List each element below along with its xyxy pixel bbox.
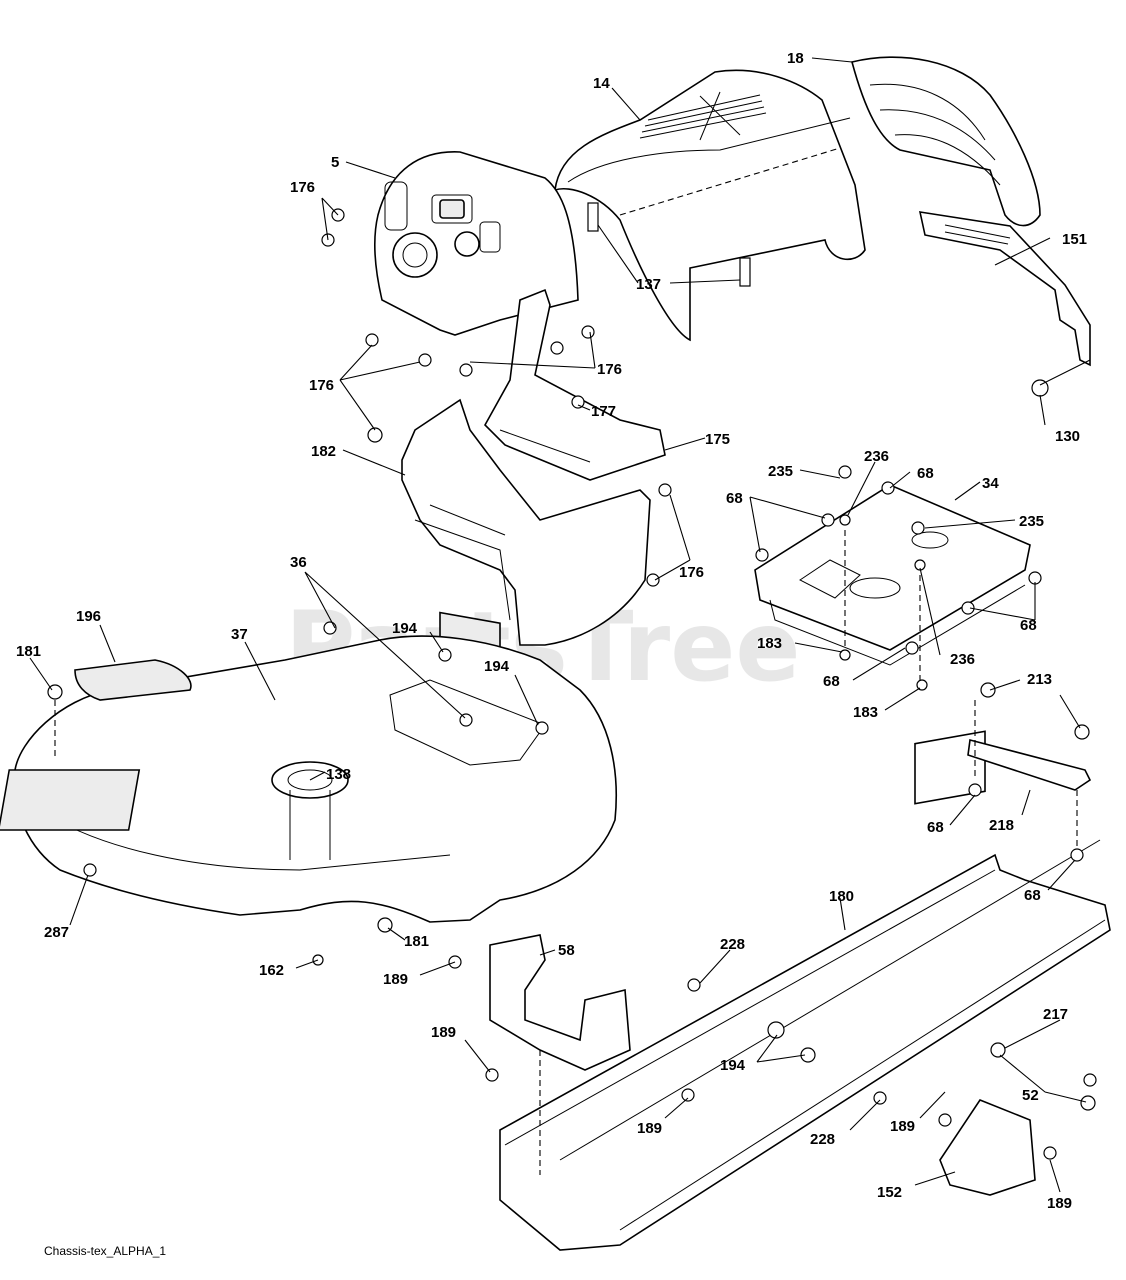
part-label-68: 68 <box>726 490 743 507</box>
part-label-189: 189 <box>637 1120 662 1137</box>
part-label-18: 18 <box>787 50 804 67</box>
part-label-194: 194 <box>720 1057 746 1074</box>
part-number-labels: 18 14 5 176 151 137 176 176 177 130 175 … <box>16 50 1087 1212</box>
part-label-183: 183 <box>853 704 878 721</box>
part-label-68: 68 <box>823 673 840 690</box>
part-label-218: 218 <box>989 817 1014 834</box>
part-label-180: 180 <box>829 888 854 905</box>
part-label-176: 176 <box>597 361 622 378</box>
part-label-287: 287 <box>44 924 69 941</box>
part-label-182: 182 <box>311 443 336 460</box>
alignment-lines <box>54 530 1078 1175</box>
part-label-213: 213 <box>1027 671 1052 688</box>
leader-lines <box>29 57 1091 1193</box>
diagram-caption: Chassis-tex_ALPHA_1 <box>44 1244 167 1258</box>
part-label-130: 130 <box>1055 428 1080 445</box>
part-label-217: 217 <box>1043 1006 1068 1023</box>
part-label-194: 194 <box>392 620 418 637</box>
hardware-fasteners <box>47 202 1097 1160</box>
part-label-189: 189 <box>890 1118 915 1135</box>
part-label-34: 34 <box>982 475 999 492</box>
part-label-137: 137 <box>636 276 661 293</box>
footplate-part-37[interactable] <box>0 635 618 923</box>
part-label-162: 162 <box>259 962 284 979</box>
part-label-181: 181 <box>404 933 429 950</box>
part-label-228: 228 <box>720 936 745 953</box>
part-label-52: 52 <box>1022 1087 1039 1104</box>
part-label-177: 177 <box>591 403 616 420</box>
part-label-228: 228 <box>810 1131 835 1148</box>
part-label-183: 183 <box>757 635 782 652</box>
part-label-68: 68 <box>917 465 934 482</box>
part-label-194: 194 <box>484 658 510 675</box>
bracket-part-151[interactable] <box>918 211 1091 367</box>
part-label-189: 189 <box>1047 1195 1072 1212</box>
part-label-196: 196 <box>76 608 101 625</box>
part-label-236: 236 <box>950 651 975 668</box>
shield-part-152[interactable] <box>939 1099 1036 1196</box>
part-label-68: 68 <box>1024 887 1041 904</box>
part-label-68: 68 <box>1020 617 1037 634</box>
grille-part-18[interactable] <box>851 56 1041 227</box>
part-label-151: 151 <box>1062 231 1087 248</box>
part-label-138: 138 <box>326 766 351 783</box>
part-label-5: 5 <box>331 154 339 171</box>
part-label-181: 181 <box>16 643 41 660</box>
part-label-68: 68 <box>927 819 944 836</box>
part-label-36: 36 <box>290 554 307 571</box>
part-label-176: 176 <box>309 377 334 394</box>
part-label-176: 176 <box>679 564 704 581</box>
bracket-part-175[interactable] <box>484 288 666 481</box>
hood-part-14[interactable] <box>554 69 866 342</box>
part-label-236: 236 <box>864 448 889 465</box>
part-label-175: 175 <box>705 431 730 448</box>
part-label-235: 235 <box>1019 513 1044 530</box>
part-label-152: 152 <box>877 1184 902 1201</box>
part-label-189: 189 <box>431 1024 456 1041</box>
part-label-37: 37 <box>231 626 248 643</box>
part-label-14: 14 <box>593 75 610 92</box>
bracket-part-218[interactable] <box>967 738 1092 791</box>
part-label-189: 189 <box>383 971 408 988</box>
cover-part-196[interactable] <box>74 659 192 701</box>
part-label-176: 176 <box>290 179 315 196</box>
part-label-235: 235 <box>768 463 793 480</box>
part-label-58: 58 <box>558 942 575 959</box>
dash-panel-part-5[interactable] <box>374 151 579 336</box>
